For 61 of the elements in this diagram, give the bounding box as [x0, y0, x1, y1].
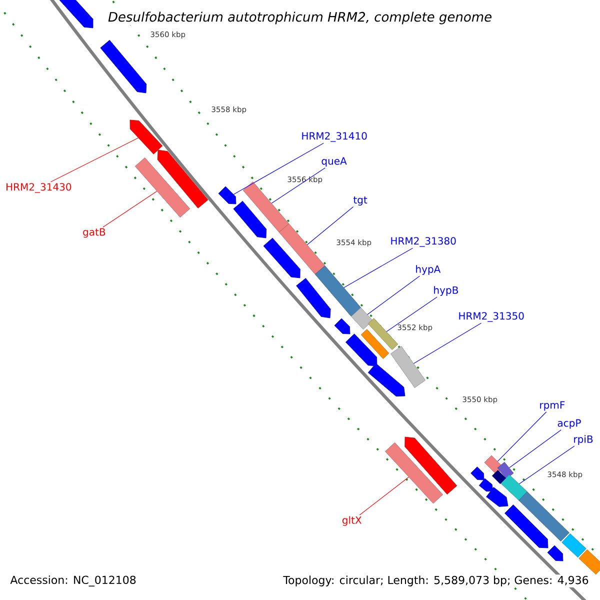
gene-label: HRM2_31410 [300, 131, 368, 143]
gene-block [504, 504, 548, 548]
gene-block [296, 278, 331, 318]
gene-block [263, 238, 300, 278]
gene-bar [368, 318, 398, 350]
leader-line [102, 190, 158, 228]
gene-label: gltX [340, 515, 363, 527]
gene-label: rpmF [538, 400, 566, 412]
gene-bar [360, 329, 390, 359]
leader-line [271, 168, 326, 204]
leader-line [497, 412, 547, 462]
gene-block [547, 545, 564, 562]
leader-line [50, 138, 139, 182]
gene-block [470, 466, 484, 480]
leader-line [413, 322, 482, 364]
leader-line [509, 430, 562, 468]
gene-label: HRM2_31350 [457, 311, 526, 323]
title: Desulfobacterium autotrophicum HRM2, complete genome [106, 10, 494, 26]
gene-label: gatB [82, 227, 107, 239]
gene-bar [492, 470, 506, 484]
gene-label: acpP [556, 418, 582, 430]
gene-bar [390, 346, 426, 388]
gene-bar [500, 474, 528, 501]
gene-block [345, 334, 378, 366]
gene-block [58, 0, 94, 28]
gene-bar [351, 307, 373, 330]
gene-bar [385, 442, 443, 504]
gene-label: HRM2_31380 [389, 236, 458, 248]
genome-info-text: Topology: circular; Length: 5,589,073 bp; Genes: 4,936 [282, 574, 590, 588]
gene-block [157, 150, 208, 208]
gene-bar [562, 533, 586, 558]
gene-block [218, 186, 236, 204]
gene-bar [278, 224, 326, 274]
leader-line [367, 276, 420, 315]
gene-block [334, 318, 350, 334]
gene-block [100, 40, 147, 94]
gene-block [478, 478, 494, 492]
gene-bar [497, 462, 514, 480]
gene-bar [134, 158, 190, 218]
gene-label: queA [320, 156, 348, 168]
accession-text: Accession: NC_012108 [9, 574, 138, 588]
gene-bar [314, 266, 362, 316]
gene-block [130, 120, 163, 154]
leader-line [344, 248, 414, 288]
gene-label: hypA [414, 264, 442, 276]
gene-block [368, 363, 406, 396]
leader-line [359, 476, 409, 516]
gene-bar [578, 549, 600, 575]
gene-block [486, 487, 508, 507]
gene-label: tgt [352, 195, 368, 207]
gene-label: HRM2_31430 [4, 182, 73, 194]
leader-line [518, 446, 575, 484]
gene-bar [518, 492, 570, 542]
leader-line [233, 142, 324, 195]
leader-line [386, 296, 438, 332]
gene-bar [242, 182, 290, 232]
leader-line [306, 206, 354, 246]
gene-block [404, 436, 458, 494]
gene-label: hypB [432, 285, 460, 297]
gene-label: rpiB [572, 434, 594, 446]
gene-block [233, 200, 267, 238]
